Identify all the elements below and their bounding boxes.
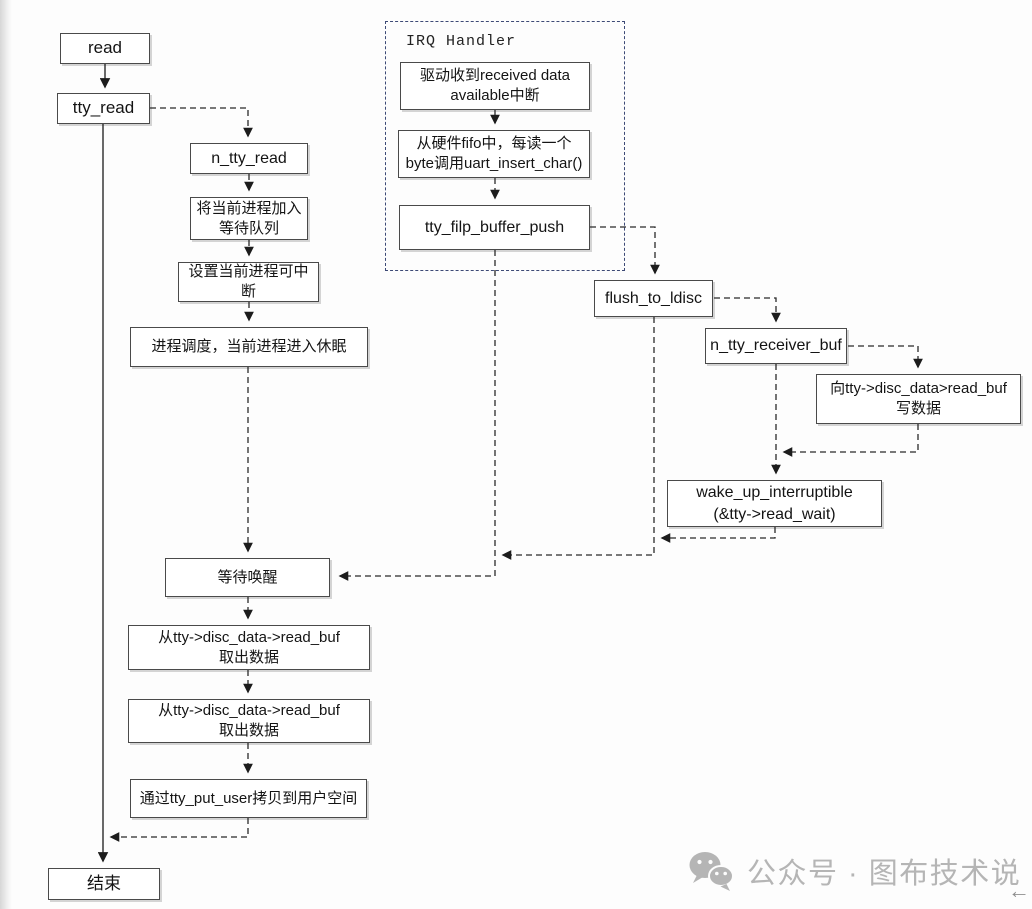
back-arrow-icon: ← xyxy=(1008,878,1030,903)
irq-handler-group: IRQ Handler xyxy=(385,21,625,271)
node-read-label: read xyxy=(87,38,123,58)
node-tty-read: tty_read xyxy=(57,93,150,124)
node-copy-to-user-label: 通过tty_put_user拷贝到用户空间 xyxy=(139,789,358,807)
edge-tty-read-to-n-tty-read xyxy=(150,107,253,138)
node-tty-read-label: tty_read xyxy=(72,98,135,118)
node-add-wait-queue-label: 将当前进程加入 等待队列 xyxy=(196,199,302,237)
node-driver-irq: 驱动收到received data available中断 xyxy=(400,62,590,110)
node-end-label: 结束 xyxy=(87,873,121,893)
node-write-read-buf: 向tty->disc_data>read_buf 写数据 xyxy=(816,374,1021,424)
edge-n-tty-receiver-buf-to-write-read-buf xyxy=(848,345,923,369)
node-fetch-data-1: 从tty->disc_data->read_buf 取出数据 xyxy=(128,625,370,670)
node-tty-filp-buffer-push: tty_filp_buffer_push xyxy=(399,205,590,250)
edge-flush-to-ldisc-to-n-tty-receiver-buf xyxy=(714,297,781,323)
node-fetch-data-1-label: 从tty->disc_data->read_buf 取出数据 xyxy=(158,628,340,666)
node-read: read xyxy=(60,33,150,64)
edge-wake-up-join xyxy=(660,527,776,543)
irq-handler-label: IRQ Handler xyxy=(406,33,517,50)
node-end: 结束 xyxy=(48,868,160,900)
left-edge-shade xyxy=(0,0,12,909)
node-add-wait-queue: 将当前进程加入 等待队列 xyxy=(190,197,308,240)
edge-flush-to-ldisc-down-join xyxy=(501,317,655,560)
node-wait-wakeup: 等待唤醒 xyxy=(165,558,330,597)
node-wake-up-interruptible: wake_up_interruptible (&tty->read_wait) xyxy=(667,480,882,527)
node-n-tty-read-label: n_tty_read xyxy=(211,149,287,167)
node-driver-irq-label: 驱动收到received data available中断 xyxy=(419,67,571,104)
edge-copy-to-user-to-main-line xyxy=(109,818,249,842)
node-flush-to-ldisc-label: flush_to_ldisc xyxy=(605,289,702,307)
node-schedule-sleep-label: 进程调度，当前进程进入休眠 xyxy=(151,338,347,356)
node-wait-wakeup-label: 等待唤醒 xyxy=(217,568,278,586)
edge-buffer-push-to-wait-wakeup xyxy=(338,250,496,581)
node-fetch-data-2-label: 从tty->disc_data->read_buf 取出数据 xyxy=(158,702,340,739)
node-tty-filp-buffer-push-label: tty_filp_buffer_push xyxy=(424,218,565,236)
wechat-icon xyxy=(689,852,734,891)
node-fifo-read: 从硬件fifo中，每读一个 byte调用uart_insert_char() xyxy=(398,130,590,178)
node-n-tty-receiver-buf-label: n_tty_receiver_buf xyxy=(710,337,842,355)
node-fetch-data-2: 从tty->disc_data->read_buf 取出数据 xyxy=(128,699,370,743)
node-copy-to-user: 通过tty_put_user拷贝到用户空间 xyxy=(130,779,367,818)
node-n-tty-read: n_tty_read xyxy=(190,143,308,174)
node-schedule-sleep: 进程调度，当前进程进入休眠 xyxy=(130,327,368,367)
node-wake-up-interruptible-label: wake_up_interruptible (&tty->read_wait) xyxy=(696,484,853,523)
watermark: 公众号 · 图布技术说 xyxy=(688,850,1021,892)
node-flush-to-ldisc: flush_to_ldisc xyxy=(594,280,713,317)
node-write-read-buf-label: 向tty->disc_data>read_buf 写数据 xyxy=(830,380,1007,417)
node-n-tty-receiver-buf: n_tty_receiver_buf xyxy=(705,328,847,364)
node-set-interruptible-label: 设置当前进程可中断 xyxy=(188,263,309,300)
watermark-text: 公众号 · 图布技术说 xyxy=(747,858,1022,890)
node-set-interruptible: 设置当前进程可中断 xyxy=(178,262,319,302)
node-fifo-read-label: 从硬件fifo中，每读一个 byte调用uart_insert_char() xyxy=(405,135,583,172)
edge-write-read-buf-join xyxy=(782,424,919,457)
